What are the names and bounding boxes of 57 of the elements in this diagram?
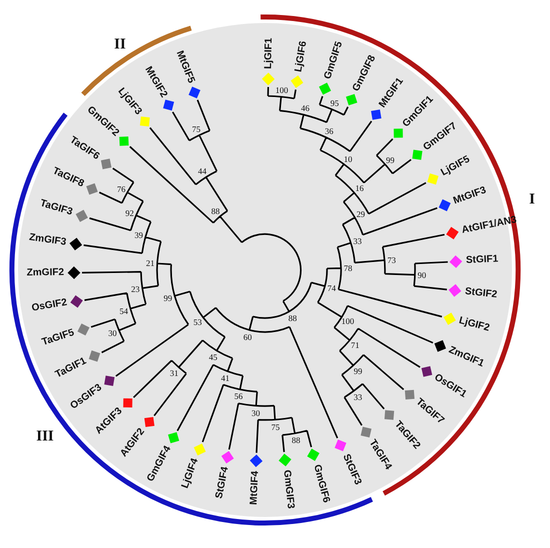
bootstrap-value: 39 [134,231,143,240]
bootstrap-value: 44 [198,167,206,176]
gene-label: MtGIF3 [452,186,488,207]
bootstrap-value: 29 [356,210,366,218]
bootstrap-value: 99 [386,155,394,164]
gene-label: MtGIF4 [249,470,261,505]
gene-label: StGIF4 [214,466,230,500]
gene-label: LjGIF4 [181,457,202,490]
clade-label: III [36,430,54,444]
bootstrap-value: 10 [344,154,352,163]
bootstrap-value: 53 [193,318,202,326]
bootstrap-value: 95 [330,98,339,108]
bootstrap-value: 99 [354,366,362,375]
bootstrap-value: 23 [131,284,140,294]
bootstrap-value: 41 [221,374,230,382]
bootstrap-value: 75 [192,124,200,134]
gene-label: GmGIF3 [281,469,296,510]
bootstrap-value: 56 [234,392,243,401]
bootstrap-value: 90 [418,270,426,280]
bootstrap-value: 100 [341,316,354,326]
gene-label: LjGIF1 [264,38,274,70]
gene-label: StGIF1 [466,254,498,266]
bootstrap-value: 88 [211,206,220,216]
bootstrap-value: 60 [243,332,252,342]
bootstrap-value: 88 [292,436,300,444]
bootstrap-value: 100 [275,86,288,94]
gene-label: GmGIF6 [310,463,330,504]
gene-label: TaGIF3 [38,198,74,218]
bootstrap-value: 16 [355,184,364,192]
bootstrap-value: 21 [146,258,154,268]
clade-label: I [529,192,535,208]
bootstrap-value: 88 [288,313,297,322]
gene-label: OsGIF2 [30,298,68,314]
bootstrap-value: 30 [251,408,260,417]
bootstrap-value: 74 [327,284,336,292]
bootstrap-value: 30 [108,328,117,338]
bootstrap-value: 76 [117,184,126,194]
bootstrap-value: 99 [164,294,172,302]
gene-label: LjGIF2 [458,316,491,334]
bootstrap-value: 73 [387,255,396,264]
clade-label: II [114,38,126,52]
bootstrap-value: 33 [354,392,362,401]
bootstrap-value: 31 [170,368,178,377]
gene-label: TaGIF5 [40,328,76,348]
gene-label: LjGIF6 [294,40,309,73]
bootstrap-value: 78 [344,264,352,272]
bootstrap-value: 75 [271,422,280,431]
bootstrap-value: 46 [301,104,310,112]
gene-label: ZmGIF3 [28,232,67,248]
bootstrap-value: 36 [324,126,334,136]
gene-label: StGIF2 [464,286,498,300]
bootstrap-value: 45 [208,352,218,361]
gene-label: ZmGIF2 [26,268,64,279]
bootstrap-value: 71 [350,340,360,349]
bootstrap-value: 33 [353,236,362,246]
bootstrap-value: 92 [125,208,134,217]
bootstrap-value: 54 [119,306,128,315]
